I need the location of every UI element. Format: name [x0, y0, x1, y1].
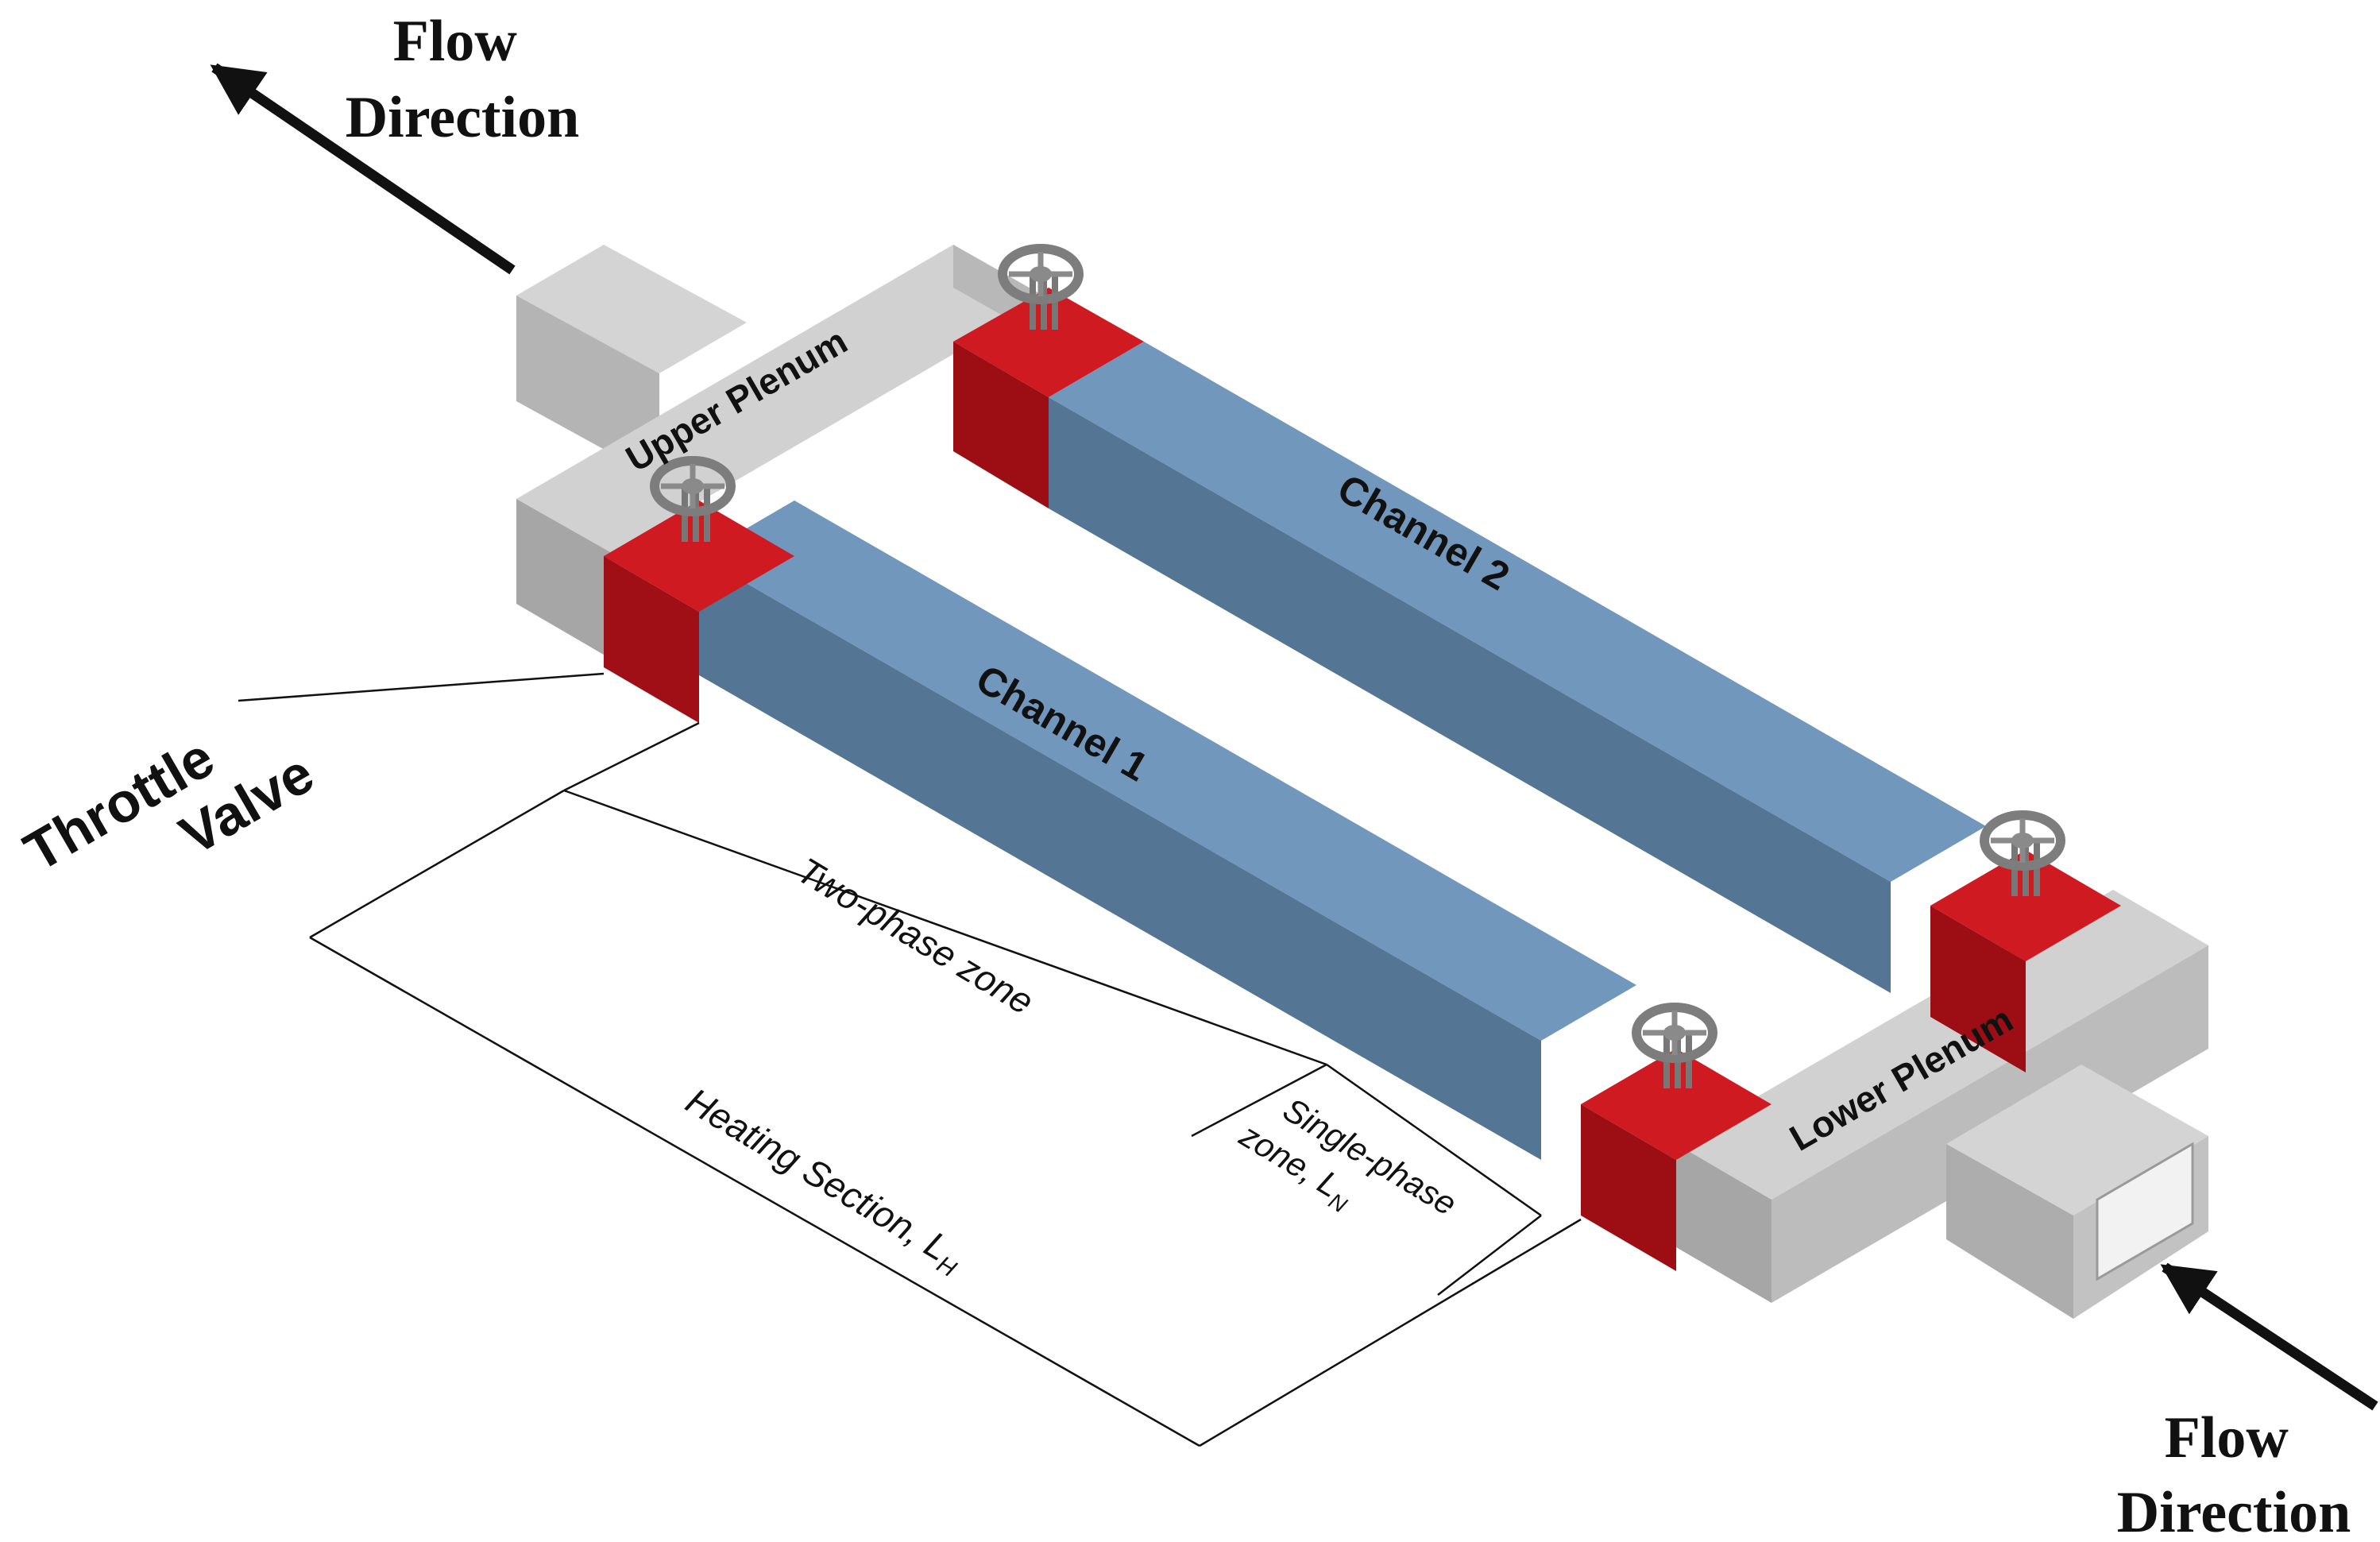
throttle-valve-leader [238, 672, 605, 702]
channel-2-pipe [1049, 342, 1986, 993]
dimension-lines [309, 721, 1582, 1447]
valve-wheel-icon [1980, 810, 2065, 896]
valve-block-lower-ch1 [1581, 1049, 1771, 1271]
valve-block-upper-ch2 [953, 288, 1144, 508]
flow-out-line1: Flow [393, 9, 518, 74]
lower-plenum [1676, 890, 2208, 1319]
channel-1-pipe [699, 500, 1636, 1160]
flow-in-arrow-icon [2160, 1262, 2378, 1411]
valve-wheel-icon [998, 244, 1084, 330]
flow-in-label: Flow Direction [2117, 1405, 2351, 1542]
single-phase-zone-label: Single-phase zone, LN [1230, 1077, 1470, 1270]
flow-out-label: Flow Direction [346, 9, 580, 150]
heating-section-text: Heating Section, L [679, 1080, 956, 1269]
heating-section-label: Heating Section, LH [676, 1080, 971, 1283]
valve-block-upper-ch1 [604, 500, 794, 723]
upper-plenum [516, 245, 1049, 659]
flow-in-line2: Direction [2117, 1480, 2351, 1542]
two-phase-zone-label: Two-phase zone [790, 849, 1041, 1022]
valve-wheel-icon [1632, 1003, 1717, 1088]
flow-out-arrow-icon [210, 63, 516, 275]
throttle-valve-label: Throttle Valve [14, 687, 324, 938]
valve-block-lower-ch2 [1930, 850, 2121, 1072]
flow-out-line2: Direction [346, 85, 580, 150]
flow-in-line1: Flow [2165, 1405, 2289, 1471]
valve-wheel-icon [650, 456, 736, 542]
